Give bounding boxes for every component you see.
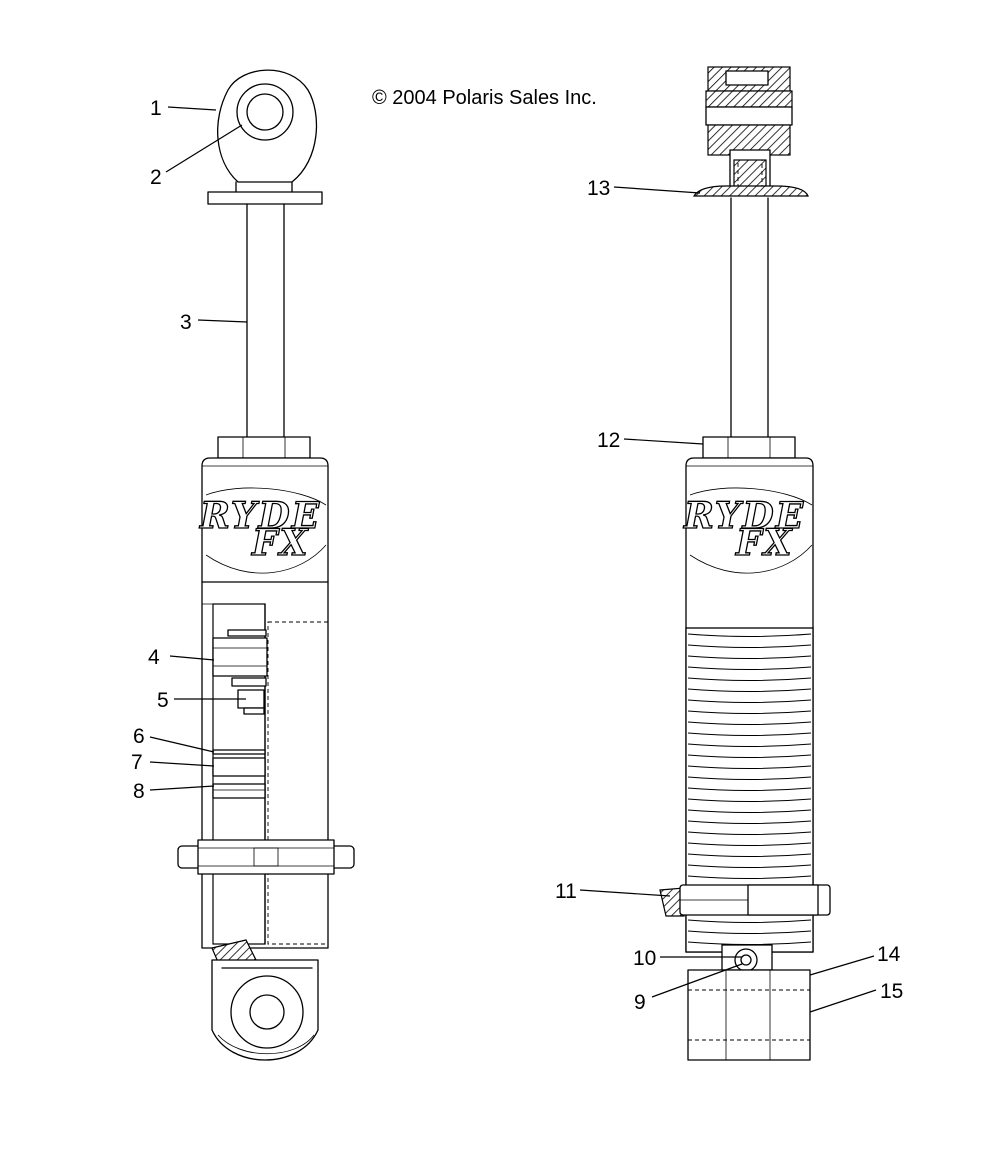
spring-coil <box>687 820 812 824</box>
leader-13 <box>613 186 701 194</box>
spring-coil <box>687 798 812 802</box>
leader-14 <box>809 955 875 976</box>
logo-text-right-2: FX <box>735 522 794 564</box>
shaft-nut-left <box>217 436 311 459</box>
spring-coil <box>687 919 812 923</box>
spring-coil <box>687 754 812 758</box>
leader-8 <box>149 785 215 791</box>
shaft-left <box>246 203 285 438</box>
shaft-right <box>730 197 769 438</box>
spring-coil <box>687 644 812 648</box>
callout-labels: 1 2 3 4 5 6 7 8 9 10 11 12 13 14 15 <box>131 97 903 1014</box>
piston-band <box>212 637 268 677</box>
spring-coil <box>687 864 812 868</box>
spring-coil <box>687 633 812 637</box>
callout-3: 3 <box>180 311 192 334</box>
shaft-nut-right <box>702 436 796 459</box>
bottom-mount-right <box>687 944 811 1061</box>
spring-coil <box>687 677 812 681</box>
top-eyelet <box>217 69 318 193</box>
callout-11: 11 <box>555 880 577 903</box>
spring-coil <box>687 875 812 879</box>
leader-15 <box>809 989 877 1013</box>
spring-coil <box>687 842 812 846</box>
logo-text-right-1: RYDE <box>683 495 805 537</box>
spring-coil <box>687 743 812 747</box>
callout-1: 1 <box>150 97 162 120</box>
leader-2 <box>165 124 243 173</box>
brand-logo-right: RYDE FX <box>682 487 813 574</box>
piston <box>227 629 267 637</box>
callout-8: 8 <box>133 780 145 803</box>
callout-12: 12 <box>597 429 620 452</box>
spring-coil <box>687 688 812 692</box>
callout-2: 2 <box>150 166 162 189</box>
leader-9 <box>651 963 743 998</box>
cutaway-window <box>202 603 329 945</box>
spring-coil <box>687 831 812 835</box>
shim-stack <box>231 677 267 687</box>
leader-3 <box>197 319 248 323</box>
top-mount-plate <box>207 191 323 205</box>
leader-11 <box>579 889 671 897</box>
left-shock-assembly: RYDE FX <box>177 69 355 1061</box>
right-shock-assembly: RYDE FX <box>659 66 831 1061</box>
spring-coil <box>687 699 812 703</box>
spring-adjuster-right <box>659 884 831 917</box>
callout-10: 10 <box>633 947 656 970</box>
floating-piston <box>212 757 266 777</box>
logo-text-left-2: FX <box>251 522 310 564</box>
callout-13: 13 <box>587 177 610 200</box>
spring-coil <box>687 787 812 791</box>
bottom-eyelet-left <box>211 939 319 1061</box>
copyright-notice: © 2004 Polaris Sales Inc. <box>372 87 597 109</box>
top-bushing-right <box>705 66 793 193</box>
brand-logo-left: RYDE FX <box>198 487 327 574</box>
leader-7 <box>149 761 215 767</box>
top-washer <box>692 185 809 197</box>
o-ring <box>212 783 266 799</box>
callout-7: 7 <box>131 751 143 774</box>
callout-14: 14 <box>877 943 901 966</box>
callout-15: 15 <box>880 980 903 1003</box>
callout-9: 9 <box>634 991 646 1014</box>
spring-coil <box>687 655 812 659</box>
leader-12 <box>623 438 704 445</box>
leader-lines <box>149 106 877 1013</box>
wear-band <box>212 749 266 755</box>
spring-coil <box>687 710 812 714</box>
logo-text-left-1: RYDE <box>199 495 321 537</box>
spring-coil <box>687 732 812 736</box>
callout-6: 6 <box>133 725 145 748</box>
spring-coil <box>687 776 812 780</box>
spring-coil <box>687 853 812 857</box>
callout-4: 4 <box>148 646 160 669</box>
leader-1 <box>167 106 217 111</box>
leader-6 <box>149 736 215 753</box>
spring-collar-left <box>177 839 355 875</box>
spring-coil <box>687 666 812 670</box>
callout-5: 5 <box>157 689 169 712</box>
spring-coil <box>687 765 812 769</box>
leader-4 <box>169 655 215 661</box>
spring-coil <box>687 721 812 725</box>
spring-coil <box>687 809 812 813</box>
spring-coil <box>687 930 812 934</box>
